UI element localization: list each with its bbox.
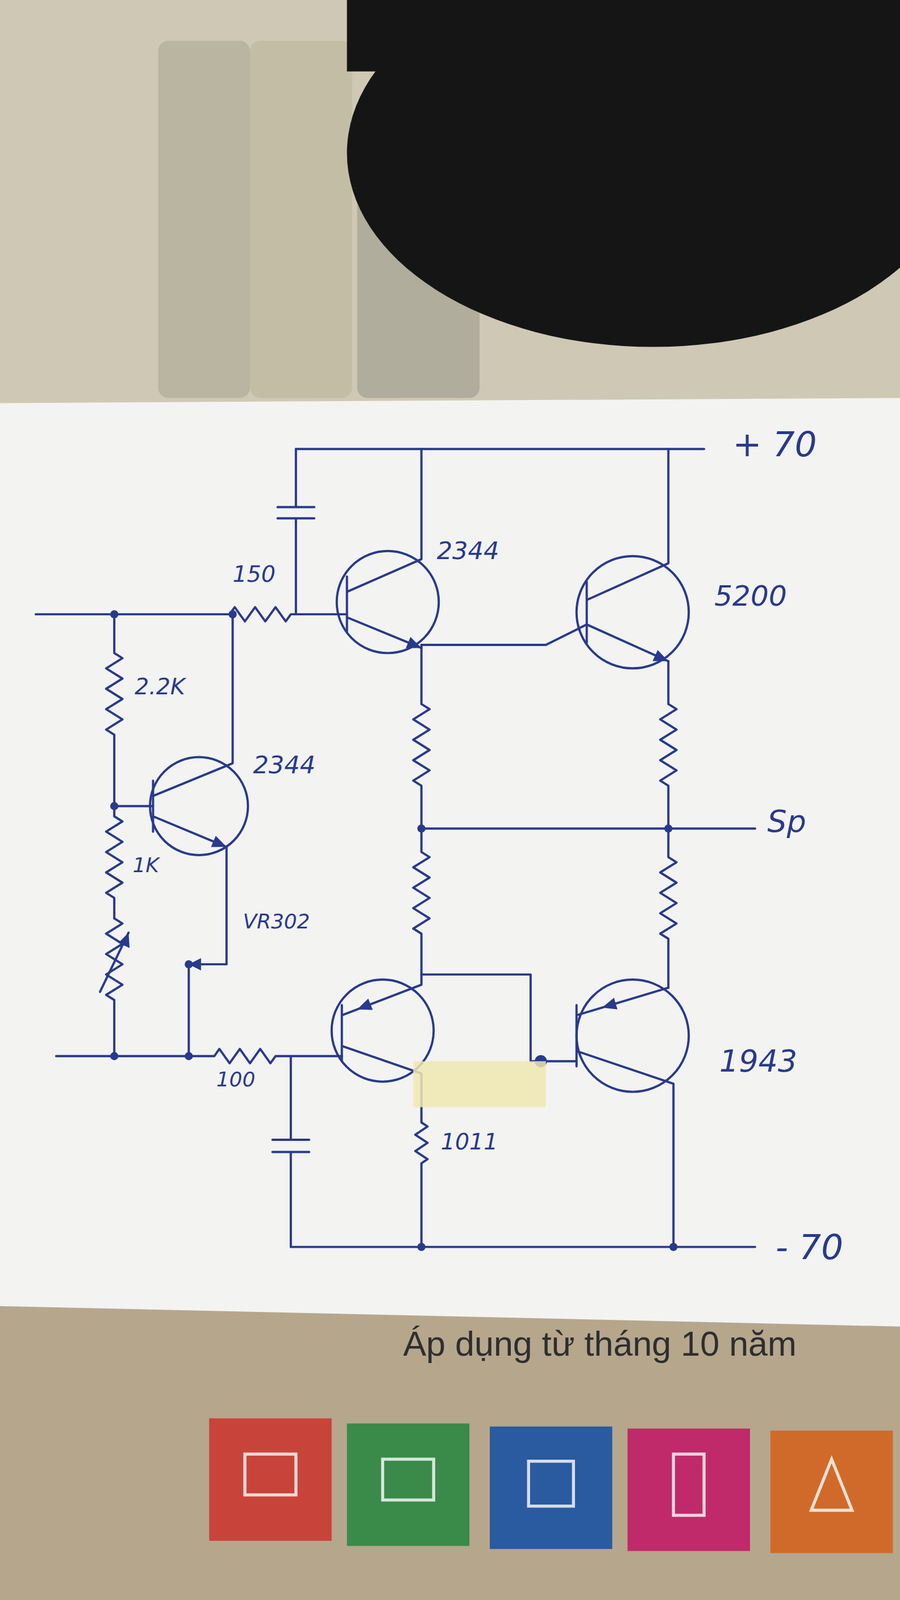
capacitor-symbol xyxy=(272,1056,310,1248)
junction-dot xyxy=(110,610,119,619)
resistor-symbol xyxy=(660,661,677,829)
resistor-symbol xyxy=(413,828,430,975)
junction-dot xyxy=(184,1052,193,1061)
tile-icon xyxy=(528,1461,574,1507)
emitter-arrow xyxy=(652,650,669,662)
tile-icon xyxy=(673,1453,704,1516)
transistor-leads xyxy=(152,614,233,965)
resistor-value: 2.2K xyxy=(134,675,186,699)
tape-strip xyxy=(413,1061,546,1108)
resistor-symbol xyxy=(106,614,154,807)
potentiometer-arrowhead xyxy=(118,932,130,948)
circuit-wiring xyxy=(35,448,756,1247)
supply-label: + 70 xyxy=(732,426,817,462)
transistor-label: 2344 xyxy=(252,752,316,778)
transistor-symbol xyxy=(576,556,690,669)
transistor-symbol xyxy=(150,757,248,856)
wire xyxy=(421,624,587,648)
paper-sheet xyxy=(0,397,900,1327)
emitter-arrow xyxy=(210,835,227,848)
circuit-marks xyxy=(110,610,678,1252)
transistor-label: 5200 xyxy=(714,581,787,611)
resistor-symbol xyxy=(56,1048,343,1064)
junction-dot xyxy=(417,1242,426,1251)
color-tile xyxy=(627,1428,750,1552)
resistor-value: 150 xyxy=(232,563,275,586)
emitter-arrow xyxy=(405,636,422,649)
junction-dot xyxy=(184,960,193,969)
dark-object xyxy=(347,0,900,348)
resistor-symbol xyxy=(660,828,677,988)
wire xyxy=(187,964,190,1057)
resistor-symbol xyxy=(35,607,348,622)
printed-picture xyxy=(250,40,353,399)
junction-dot xyxy=(417,824,426,833)
supply-label: - 70 xyxy=(775,1229,844,1265)
potentiometer-symbol xyxy=(106,918,123,1056)
transistor-symbol xyxy=(336,551,440,654)
transistor-leads xyxy=(586,448,669,662)
junction-dot xyxy=(110,1052,119,1061)
transistor-leads xyxy=(347,448,422,648)
negative-rail xyxy=(290,1246,756,1249)
tile-icon xyxy=(382,1459,434,1500)
printed-text: Áp dụng từ tháng 10 năm xyxy=(402,1326,797,1362)
transistor-leads xyxy=(342,974,428,1248)
emitter-arrow xyxy=(357,998,373,1010)
speaker-wire xyxy=(421,827,756,830)
tile-icon xyxy=(244,1453,297,1495)
transistor-label: 1011 xyxy=(440,1130,499,1154)
transistor-leads xyxy=(576,987,674,1247)
color-tile xyxy=(209,1418,332,1541)
output-label: Sp xyxy=(767,806,807,837)
tile-icon xyxy=(811,1459,853,1511)
positive-rail xyxy=(296,447,704,450)
tile-icons xyxy=(244,1453,853,1516)
resistor-value: 100 xyxy=(216,1069,256,1090)
color-tile xyxy=(489,1426,613,1550)
transistor-symbol xyxy=(576,979,690,1093)
junction-dot xyxy=(664,824,673,833)
emitter-arrow xyxy=(602,997,618,1010)
printed-picture xyxy=(157,40,250,399)
junction-dot xyxy=(110,802,119,811)
potentiometer-label: VR302 xyxy=(242,911,310,932)
transistor-label: 1943 xyxy=(719,1046,798,1077)
junction-dot xyxy=(669,1242,678,1251)
capacitor-symbol xyxy=(277,448,315,615)
transistor-label: 2344 xyxy=(436,538,500,564)
resistor-value: 1K xyxy=(132,855,159,876)
junction-dot xyxy=(228,610,237,619)
resistor-symbol xyxy=(413,647,430,829)
color-tile xyxy=(770,1430,894,1554)
color-tile xyxy=(347,1423,470,1547)
resistor-symbol xyxy=(106,806,123,919)
wire xyxy=(421,974,577,1062)
